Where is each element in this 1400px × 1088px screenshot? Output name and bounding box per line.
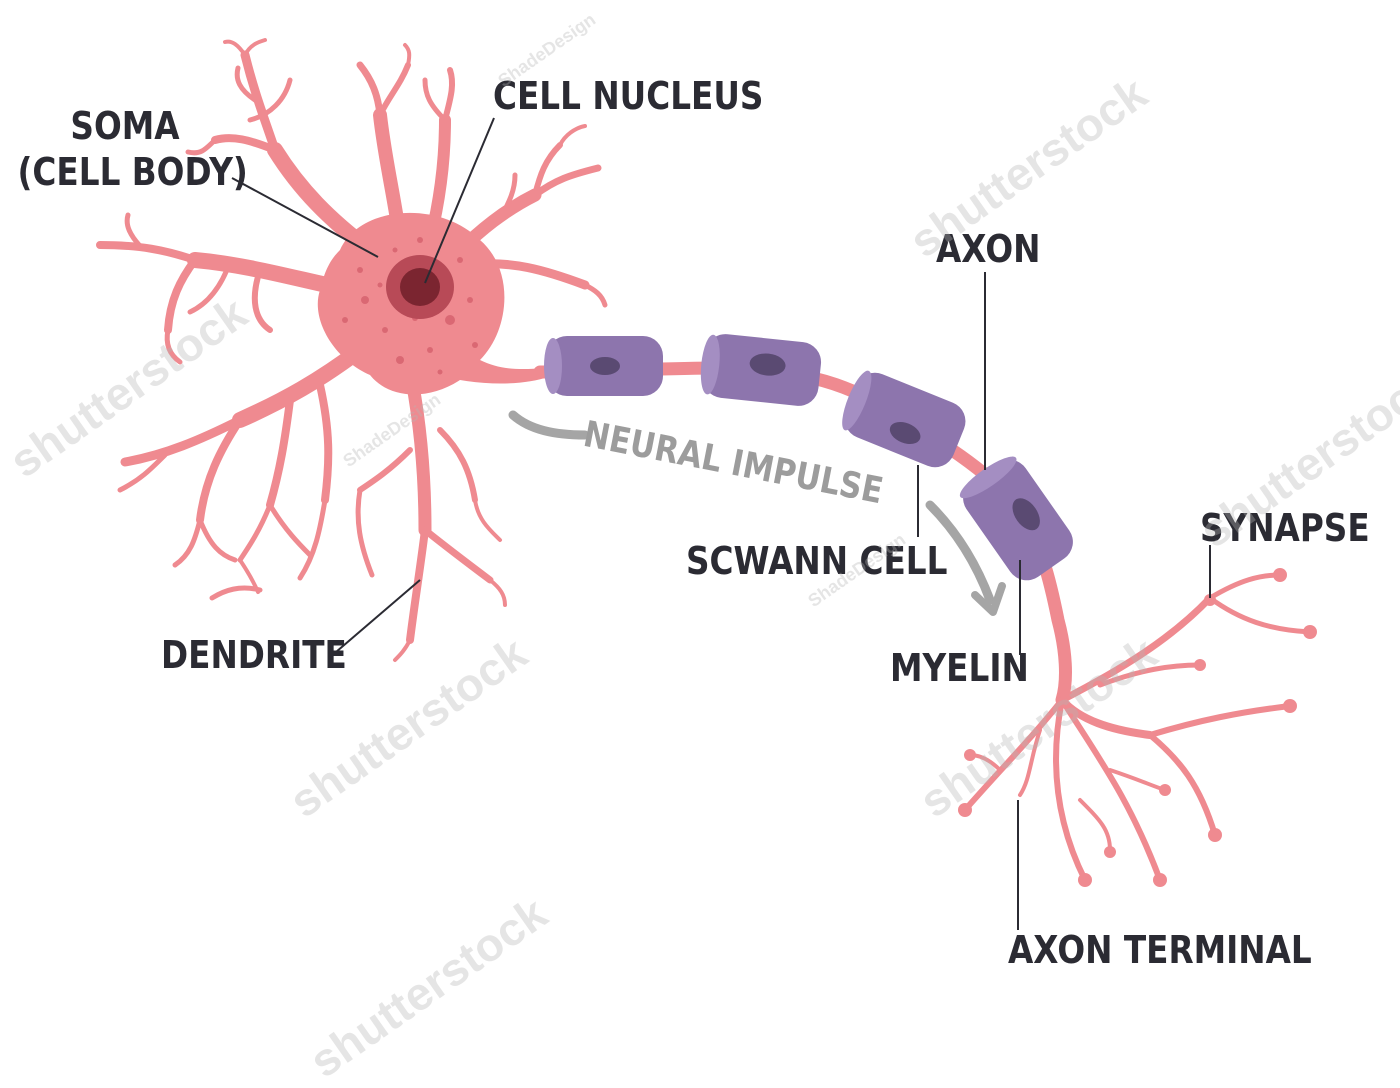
scwann-cell-label: SCWANN CELL: [686, 539, 948, 583]
axon-terminal-branches: [962, 572, 1313, 883]
cell-nucleus-label: CELL NUCLEUS: [493, 74, 764, 118]
synapse-label: SYNAPSE: [1200, 506, 1370, 550]
myelin-sheaths: [544, 334, 1073, 581]
leader-lines: [231, 117, 1211, 930]
soma-label-line2: (CELL BODY): [17, 150, 248, 194]
neuron-diagram: SOMA (CELL BODY) CELL NUCLEUS AXON SYNAP…: [0, 9, 1400, 1087]
dendrite-label: DENDRITE: [161, 633, 347, 677]
soma: [317, 212, 545, 395]
synaptic-knobs: [958, 568, 1317, 887]
soma-leader-line: [231, 177, 379, 258]
axon-terminal-label: AXON TERMINAL: [1008, 928, 1312, 972]
dendrite-leader-line: [335, 579, 421, 653]
nucleus-leader-line: [424, 117, 495, 284]
cell-nucleus-inner: [400, 268, 440, 306]
soma-label: SOMA (CELL BODY): [17, 103, 248, 195]
dendrites: [96, 38, 608, 662]
neural-impulse-arrow: [508, 410, 1006, 616]
neuron-illustration: [96, 38, 1317, 930]
myelin-label: MYELIN: [890, 646, 1029, 690]
soma-label-line1: SOMA: [70, 104, 180, 148]
axon-label: AXON: [936, 227, 1041, 271]
